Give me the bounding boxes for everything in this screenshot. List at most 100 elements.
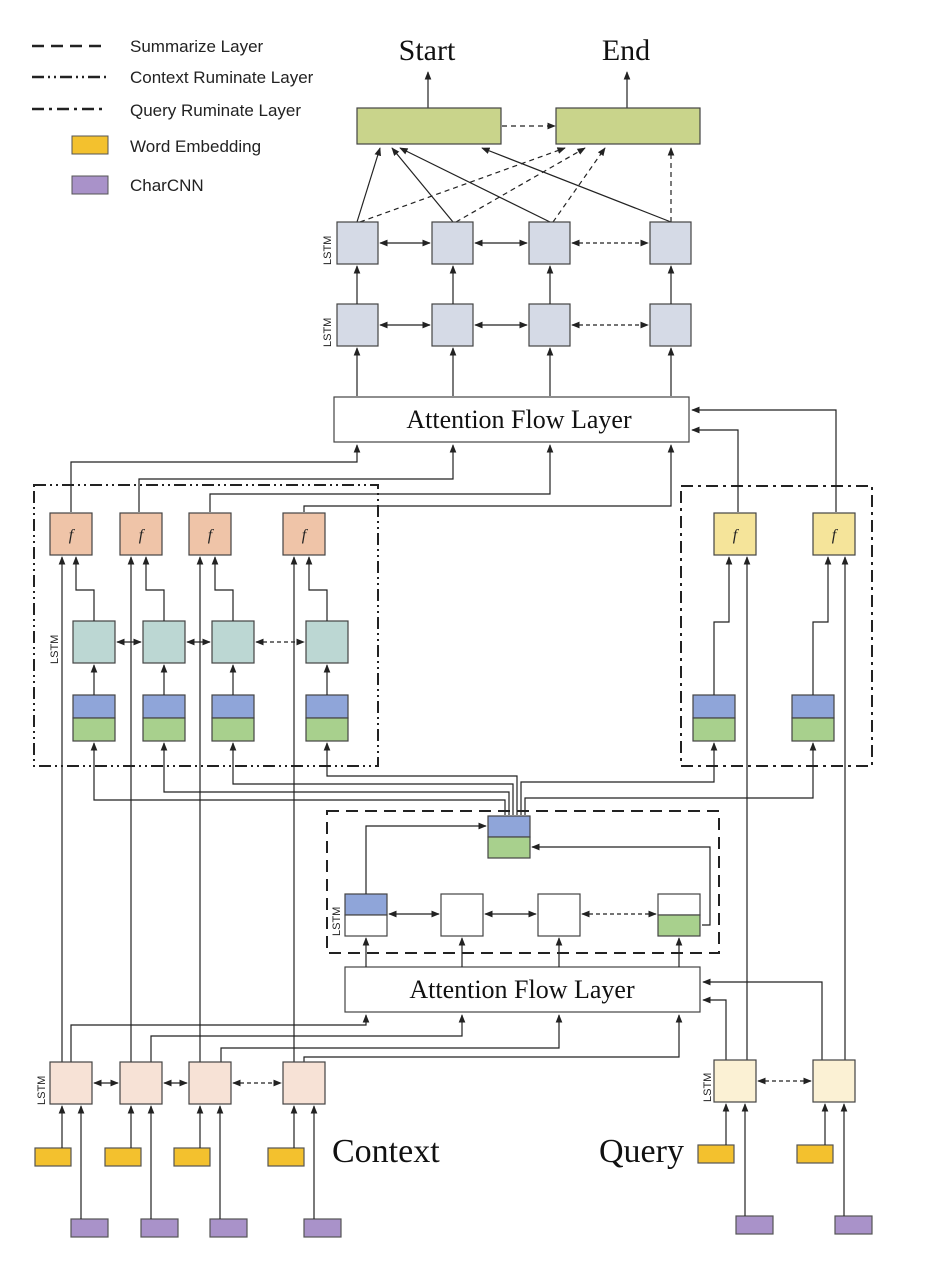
query-summary-vector-green bbox=[791, 717, 835, 742]
context-gate-label: f bbox=[139, 527, 146, 544]
context-word-embedding bbox=[173, 1147, 211, 1167]
query-gate-label: f bbox=[832, 527, 839, 544]
lower-attention-flow-label: Attention Flow Layer bbox=[409, 975, 635, 1004]
summary-vector-green bbox=[487, 836, 531, 859]
context-label: Context bbox=[332, 1133, 440, 1170]
query-gate-label: f bbox=[733, 527, 740, 544]
output-layer: Start End bbox=[356, 34, 701, 223]
context-charcnn bbox=[70, 1218, 109, 1238]
context-gate-label: f bbox=[69, 527, 76, 544]
context-summary-vector-green bbox=[211, 717, 255, 742]
context-gate-label: f bbox=[302, 527, 309, 544]
start-label: Start bbox=[399, 34, 456, 67]
summarize-lstm-cell bbox=[440, 893, 484, 937]
query-gate-box bbox=[812, 512, 856, 556]
context-charcnn bbox=[140, 1218, 179, 1238]
query-summary-vector-blue bbox=[791, 694, 835, 719]
context-charcnn bbox=[209, 1218, 248, 1238]
context-summary-vector-blue bbox=[72, 694, 116, 719]
context-ruminate-lstm-label: LSTM bbox=[49, 635, 61, 664]
context-encoder: LSTM Context bbox=[34, 1061, 440, 1238]
model-lstm-bottom-cell bbox=[649, 303, 692, 347]
legend-context-ruminate-label: Context Ruminate Layer bbox=[130, 68, 314, 87]
model-lstm-top-cell bbox=[431, 221, 474, 265]
lower-attention-flow-layer bbox=[344, 966, 701, 1013]
upper-attention-flow-label: Attention Flow Layer bbox=[406, 405, 632, 434]
context-gate-box bbox=[282, 512, 326, 556]
model-lstm-top-cell bbox=[649, 221, 692, 265]
context-gate-label: f bbox=[208, 527, 215, 544]
model-lstm-label-top: LSTM bbox=[322, 236, 334, 265]
lower-attention-flow: Attention Flow Layer bbox=[70, 937, 823, 1062]
context-ruminate-layer: LSTM f f f f bbox=[33, 484, 379, 767]
context-lstm-label: LSTM bbox=[36, 1076, 48, 1105]
legend-word-embedding-swatch bbox=[71, 135, 109, 155]
summarize-lstm-last-green bbox=[657, 914, 701, 937]
summarize-lstm-label: LSTM bbox=[331, 907, 343, 936]
query-ruminate-boundary bbox=[680, 485, 873, 767]
upper-attention-flow: Attention Flow Layer bbox=[70, 396, 837, 512]
context-summary-vector-blue bbox=[142, 694, 186, 719]
query-summary-vector-green bbox=[692, 717, 736, 742]
context-ruminate-lstm-cell bbox=[211, 620, 255, 664]
query-word-embedding bbox=[697, 1144, 735, 1164]
context-ruminate-boundary bbox=[33, 484, 379, 767]
model-lstm-bottom-cell bbox=[431, 303, 474, 347]
context-ruminate-lstm-cell bbox=[72, 620, 116, 664]
legend-summarize-label: Summarize Layer bbox=[130, 37, 264, 56]
query-lstm-cell bbox=[713, 1059, 757, 1103]
skip-connections bbox=[58, 556, 849, 1062]
context-summary-vector-green bbox=[305, 717, 349, 742]
legend-charcnn-swatch bbox=[71, 175, 109, 195]
upper-attention-flow-layer bbox=[333, 396, 690, 443]
model-lstm-top-cell bbox=[336, 221, 379, 265]
context-gate-box bbox=[49, 512, 93, 556]
summarize-lstm-last-white bbox=[657, 893, 701, 916]
context-summary-vector-green bbox=[142, 717, 186, 742]
model-lstm-top-cell bbox=[528, 221, 571, 265]
query-charcnn bbox=[834, 1215, 873, 1235]
summarize-lstm-first-white bbox=[344, 914, 388, 937]
query-summary-vector-blue bbox=[692, 694, 736, 719]
legend: Summarize Layer Context Ruminate Layer Q… bbox=[32, 37, 314, 195]
context-lstm-cell bbox=[282, 1061, 326, 1105]
context-charcnn bbox=[303, 1218, 342, 1238]
model-lstm-bottom-cell bbox=[528, 303, 571, 347]
model-lstm-bottom-cell bbox=[336, 303, 379, 347]
context-word-embedding bbox=[34, 1147, 72, 1167]
summarize-lstm-first-blue bbox=[344, 893, 388, 916]
end-label: End bbox=[602, 34, 650, 67]
context-ruminate-lstm-cell bbox=[305, 620, 349, 664]
end-output-box bbox=[555, 107, 701, 145]
context-ruminate-lstm-cell bbox=[142, 620, 186, 664]
query-gate-box bbox=[713, 512, 757, 556]
query-lstm-cell bbox=[812, 1059, 856, 1103]
context-word-embedding bbox=[104, 1147, 142, 1167]
context-summary-vector-blue bbox=[211, 694, 255, 719]
context-word-embedding bbox=[267, 1147, 305, 1167]
legend-charcnn-label: CharCNN bbox=[130, 176, 204, 195]
start-output-box bbox=[356, 107, 502, 145]
summarize-layer: LSTM bbox=[326, 810, 720, 954]
context-gate-box bbox=[188, 512, 232, 556]
query-lstm-label: LSTM bbox=[702, 1073, 714, 1102]
query-word-embedding bbox=[796, 1144, 834, 1164]
model-lstm-label-bottom: LSTM bbox=[322, 318, 334, 347]
summary-fanout bbox=[90, 742, 817, 815]
context-lstm-cell bbox=[49, 1061, 93, 1105]
query-ruminate-layer: f f bbox=[680, 485, 873, 767]
context-summary-vector-blue bbox=[305, 694, 349, 719]
summarize-boundary bbox=[326, 810, 720, 954]
legend-query-ruminate-label: Query Ruminate Layer bbox=[130, 101, 301, 120]
query-label: Query bbox=[599, 1133, 684, 1170]
context-lstm-cell bbox=[119, 1061, 163, 1105]
legend-word-embedding-label: Word Embedding bbox=[130, 137, 261, 156]
summarize-lstm-cell bbox=[537, 893, 581, 937]
query-charcnn bbox=[735, 1215, 774, 1235]
context-gate-box bbox=[119, 512, 163, 556]
context-summary-vector-green bbox=[72, 717, 116, 742]
context-lstm-cell bbox=[188, 1061, 232, 1105]
query-encoder: LSTM Query bbox=[599, 1059, 873, 1235]
modeling-layers: LSTM LSTM bbox=[322, 221, 692, 396]
